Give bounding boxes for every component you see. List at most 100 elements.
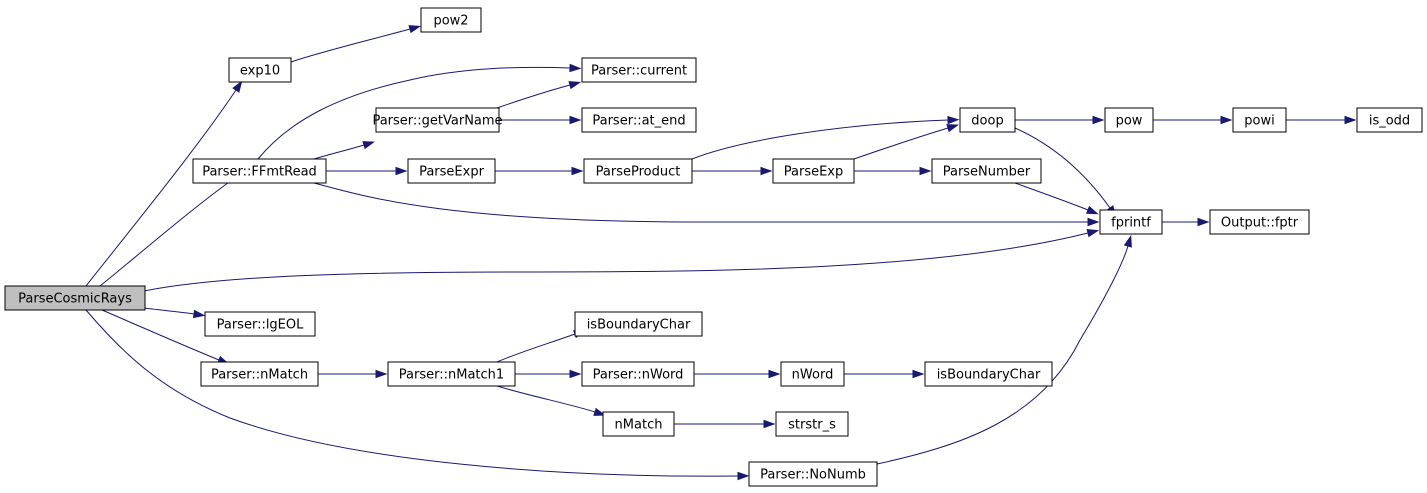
node-doop[interactable]: doop: [959, 107, 1016, 133]
edge-line: [496, 333, 576, 363]
arrowhead-icon: [919, 166, 932, 176]
node-current[interactable]: Parser::current: [581, 57, 697, 83]
node-strstr_s[interactable]: strstr_s: [775, 411, 849, 437]
node-label: Parser::current: [591, 64, 687, 79]
node-parseexp[interactable]: ParseExp: [772, 158, 855, 184]
arrowhead-icon: [593, 407, 606, 416]
edge-ffmtread-to-getvarname: [313, 141, 375, 160]
arrowhead-icon: [408, 25, 422, 34]
node-isboundary2[interactable]: isBoundaryChar: [924, 361, 1053, 387]
edge-getvarname-to-current: [496, 81, 582, 109]
node-nonumb[interactable]: Parser::NoNumb: [748, 461, 878, 487]
edge-doop-to-pow: [1015, 115, 1105, 125]
arrowhead-icon: [1085, 205, 1099, 215]
edge-line: [496, 84, 571, 109]
edge-nmatch_p-to-nmatch1: [317, 369, 388, 379]
edge-nmatch1-to-nmatch: [496, 385, 606, 416]
arrowhead-icon: [947, 115, 960, 125]
node-label: ParseExpr: [419, 165, 484, 180]
node-box: [775, 411, 849, 437]
node-nmatch_p[interactable]: Parser::nMatch: [200, 361, 319, 387]
edge-fprintf-to-output_fptr: [1162, 217, 1210, 227]
node-box: [1232, 107, 1287, 133]
edge-line: [1014, 182, 1089, 211]
node-label: ParseNumber: [943, 165, 1031, 180]
node-nmatch1[interactable]: Parser::nMatch1: [387, 361, 516, 387]
node-box: [375, 107, 500, 133]
node-label: pow2: [433, 14, 468, 29]
edge-ffmtread-to-current: [257, 63, 582, 160]
node-box: [192, 158, 327, 184]
edge-getvarname-to-at_end: [499, 115, 582, 125]
node-label: exp10: [240, 64, 280, 79]
node-box: [407, 158, 496, 184]
edge-line: [143, 232, 1089, 292]
node-label: Parser::at_end: [592, 114, 685, 129]
edge-line: [99, 179, 233, 287]
arrowhead-icon: [1087, 217, 1100, 227]
arrowhead-icon: [737, 471, 750, 481]
node-is_odd[interactable]: is_odd: [1356, 107, 1423, 133]
node-powi[interactable]: powi: [1232, 107, 1287, 133]
node-label: fprintf: [1111, 216, 1151, 231]
node-fprintf[interactable]: fprintf: [1099, 209, 1163, 235]
node-box: [924, 361, 1053, 387]
edge-nmatch1-to-nword_p: [514, 369, 582, 379]
arrowhead-icon: [1086, 229, 1100, 238]
arrowhead-icon: [569, 369, 582, 379]
node-exp10[interactable]: exp10: [228, 57, 292, 83]
node-box: [200, 361, 319, 387]
node-label: isBoundaryChar: [937, 368, 1041, 383]
node-box: [772, 158, 855, 184]
node-box: [748, 461, 878, 487]
node-label: strstr_s: [788, 418, 836, 433]
node-ffmtread[interactable]: Parser::FFmtRead: [192, 158, 327, 184]
node-pow[interactable]: pow: [1104, 107, 1154, 133]
node-label: Parser::NoNumb: [760, 468, 866, 483]
edge-nonumb-to-fprintf: [876, 234, 1132, 465]
node-lgeol[interactable]: Parser::lgEOL: [204, 311, 316, 337]
node-box: [602, 411, 675, 437]
node-nmatch[interactable]: nMatch: [602, 411, 675, 437]
arrowhead-icon: [912, 369, 925, 379]
node-parsecosmicrays[interactable]: ParseCosmicRays: [4, 285, 146, 311]
node-output_fptr[interactable]: Output::fptr: [1209, 209, 1310, 235]
node-box: [931, 158, 1042, 184]
node-parseproduct[interactable]: ParseProduct: [583, 158, 693, 184]
node-at_end[interactable]: Parser::at_end: [581, 107, 697, 133]
edge-parseexpr-to-parseproduct: [494, 166, 584, 176]
node-pow2[interactable]: pow2: [420, 7, 482, 33]
edge-parseexp-to-parsenumber: [853, 166, 932, 176]
arrowhead-icon: [192, 309, 206, 319]
node-nword[interactable]: nWord: [780, 361, 845, 387]
node-nword_p[interactable]: Parser::nWord: [581, 361, 695, 387]
edge-line: [496, 385, 596, 413]
edge-nword-to-isboundary2: [843, 369, 925, 379]
node-label: Parser::nMatch1: [399, 368, 504, 383]
node-label: powi: [1244, 114, 1274, 129]
node-label: Parser::nWord: [593, 368, 684, 383]
node-isboundary1[interactable]: isBoundaryChar: [574, 311, 703, 337]
node-box: [581, 57, 697, 83]
edge-parsenumber-to-fprintf: [1014, 182, 1099, 215]
node-box: [583, 158, 693, 184]
node-parsenumber[interactable]: ParseNumber: [931, 158, 1042, 184]
node-getvarname[interactable]: Parser::getVarName: [372, 107, 503, 133]
edge-ffmtread-to-fprintf: [313, 182, 1100, 227]
edge-parsecosmicrays-to-exp10: [85, 80, 243, 287]
node-label: is_odd: [1369, 114, 1410, 129]
arrowhead-icon: [395, 166, 408, 176]
arrowhead-icon: [571, 166, 584, 176]
edge-line: [143, 307, 195, 315]
node-box: [1104, 107, 1154, 133]
edge-nword_p-to-nword: [693, 369, 781, 379]
node-parseexpr[interactable]: ParseExpr: [407, 158, 496, 184]
edge-parsecosmicrays-to-lgeol: [143, 307, 206, 319]
node-label: ParseExp: [784, 165, 844, 180]
node-box: [780, 361, 845, 387]
node-box: [1356, 107, 1423, 133]
edge-line: [85, 309, 739, 477]
arrowhead-icon: [375, 369, 388, 379]
arrowhead-icon: [1092, 115, 1105, 125]
